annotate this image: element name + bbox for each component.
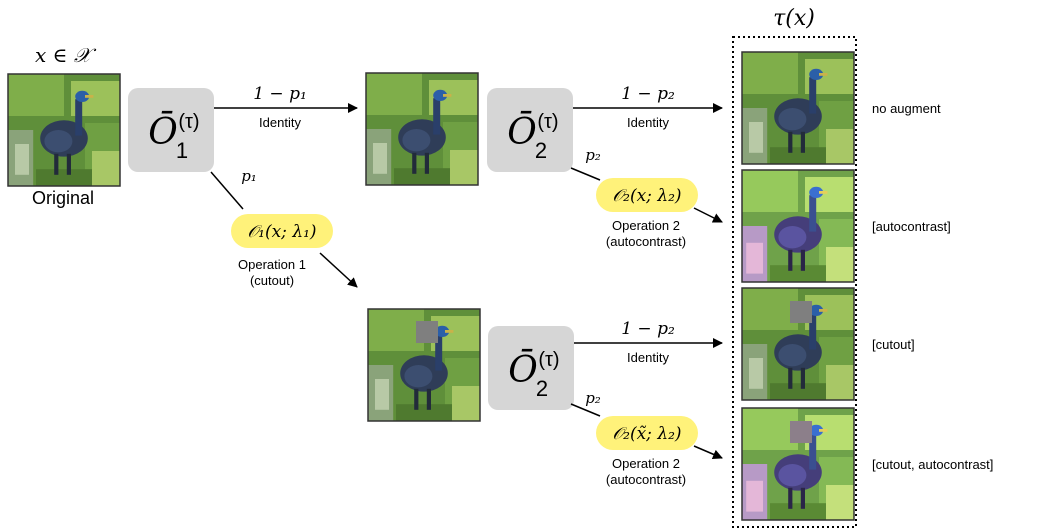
stage2-bottom-operator-sub: 2: [536, 376, 548, 401]
output-item: [cutout, autocontrast]: [741, 407, 993, 521]
output-label: [autocontrast]: [872, 219, 951, 234]
output-label: [cutout, autocontrast]: [872, 457, 993, 472]
stage2-top-prob: 1 − p₂: [621, 84, 675, 104]
intermediate-identity-image: [365, 72, 479, 186]
stage2-bottom-top-label: Identity: [627, 350, 669, 365]
stage2-bottom-branch-line: [570, 403, 601, 417]
output-item: no augment: [741, 51, 941, 165]
output-item: [cutout]: [741, 287, 915, 401]
stage1-op-caption-1: Operation 1: [238, 257, 306, 272]
stage2-top-operator-base: Ō: [507, 112, 537, 153]
cutout-patch: [790, 301, 812, 323]
stage2-bottom-operator: Ō (τ) 2: [488, 326, 574, 410]
stage2-bottom-top-prob: 1 − p₂: [621, 319, 675, 339]
stage2-top-op-caption-2: (autocontrast): [606, 234, 686, 249]
output-label: [cutout]: [872, 337, 915, 352]
output-image-border: [741, 51, 855, 165]
stage1-op-text: 𝒪₁(x; λ₁): [247, 222, 316, 242]
stage2-bottom-op-caption-2: (autocontrast): [606, 472, 686, 487]
output-item: [autocontrast]: [741, 169, 951, 283]
stage2-top-label: Identity: [627, 115, 669, 130]
stage1-top-label: Identity: [259, 115, 301, 130]
stage1-operator-sub: 1: [176, 138, 188, 163]
stage2-top-branch-line: [570, 167, 601, 181]
stage2-bottom-branch-arrow: [693, 445, 723, 460]
stage1-op-box: 𝒪₁(x; λ₁): [231, 214, 333, 248]
stage1-op-caption-2: (cutout): [250, 273, 294, 288]
stage1-operator: Ō (τ) 1: [128, 88, 214, 172]
stage1-branch-prob: p₁: [241, 167, 257, 185]
stage1-branch-line: [210, 171, 244, 210]
output-image-border: [741, 287, 855, 401]
stage2-top-operator-sup: (τ): [537, 111, 558, 133]
output-frame: [732, 36, 857, 528]
stage2-top-op-caption-1: Operation 2: [612, 218, 680, 233]
stage2-bottom-op-box: 𝒪₂(x̃; λ₂): [596, 416, 698, 450]
output-image-border: [741, 169, 855, 283]
stage2-top-branch-arrow: [693, 207, 723, 223]
stage2-bottom-operator-base: Ō: [508, 350, 538, 391]
stage2-top-operator: Ō (τ) 2: [487, 88, 573, 172]
stage2-top-branch-prob: p₂: [585, 146, 601, 164]
output-label: no augment: [872, 101, 941, 116]
stage2-bottom-operator-sup: (τ): [538, 349, 559, 371]
intermediate-cutout-image: [367, 308, 481, 422]
stage2-bottom-op-text: 𝒪₂(x̃; λ₂): [612, 424, 681, 444]
output-title: τ(x): [773, 6, 815, 31]
stage2-bottom-op-caption-1: Operation 2: [612, 456, 680, 471]
stage1-top-prob: 1 − p₁: [253, 84, 307, 104]
cutout-patch: [790, 421, 812, 443]
output-image-border: [741, 407, 855, 521]
stage2-top-op-box: 𝒪₂(x; λ₂): [596, 178, 698, 212]
stage2-top-operator-sub: 2: [535, 138, 547, 163]
outputs-group: no augment [autocontrast] [cutout] [cutout,…: [741, 51, 993, 521]
stage1-operator-base: Ō: [148, 112, 178, 153]
stage1-operator-sup: (τ): [178, 111, 199, 133]
original-caption: Original: [32, 188, 94, 208]
output-image: [742, 170, 854, 282]
input-label: x ∈ 𝒳: [35, 43, 97, 67]
stage2-bottom-branch-prob: p₂: [585, 389, 601, 407]
stage2-top-op-text: 𝒪₂(x; λ₂): [612, 186, 681, 206]
original-image: [7, 73, 121, 187]
output-image: [742, 52, 854, 164]
stage1-branch-arrow: [319, 252, 358, 288]
